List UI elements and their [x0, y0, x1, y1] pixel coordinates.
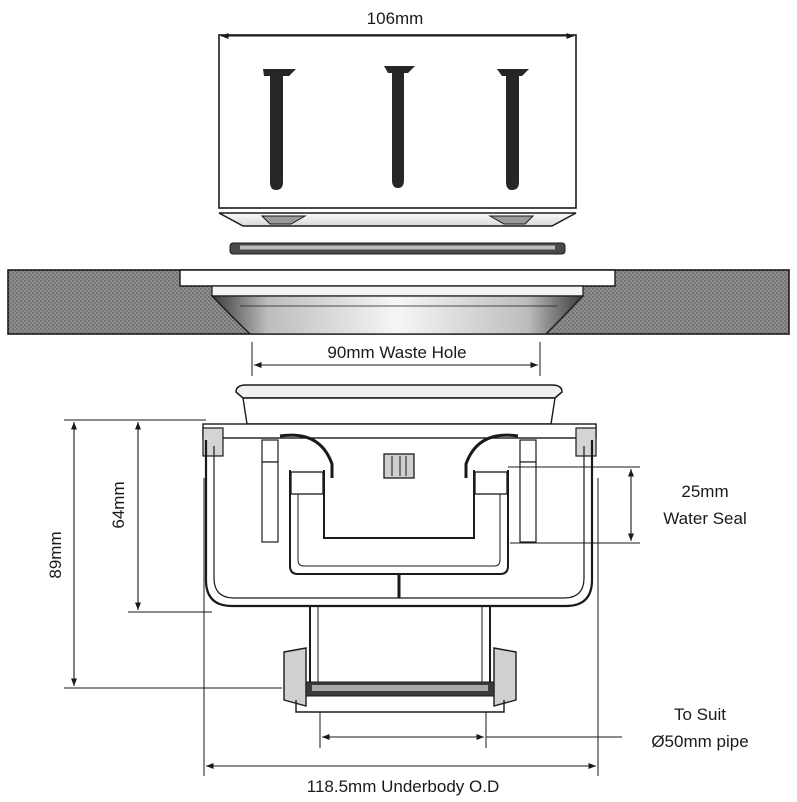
trap-clamp-flange	[202, 423, 597, 478]
grate-flange	[218, 212, 577, 227]
water-seal-value: 25mm	[681, 482, 728, 501]
sealing-washer	[229, 242, 566, 255]
underbody-dimension	[203, 478, 599, 776]
pipe-diameter-dimension	[319, 712, 622, 748]
pipe-label-line1: To Suit	[674, 705, 726, 724]
cover-width-label: 106mm	[367, 9, 424, 28]
trap-outlet-spigot	[283, 606, 517, 713]
counter-surface-section	[7, 269, 790, 335]
screw-center	[384, 66, 415, 188]
water-seal-label: Water Seal	[663, 509, 746, 528]
trap-inner-cup	[261, 453, 537, 598]
waste-hole-dimension	[251, 342, 541, 376]
waste-hole-label: 90mm Waste Hole	[327, 343, 466, 362]
overall-depth-label: 89mm	[46, 531, 65, 578]
overall-depth-dimension	[64, 419, 282, 689]
underbody-label: 118.5mm Underbody O.D	[307, 777, 499, 796]
body-depth-dimension	[128, 422, 212, 613]
screw-left	[263, 69, 296, 190]
water-seal-dimension	[508, 466, 640, 544]
screw-right	[497, 69, 529, 190]
trap-top-disc	[235, 384, 563, 425]
body-depth-label: 64mm	[109, 481, 128, 528]
pipe-label-line2: Ø50mm pipe	[651, 732, 748, 751]
